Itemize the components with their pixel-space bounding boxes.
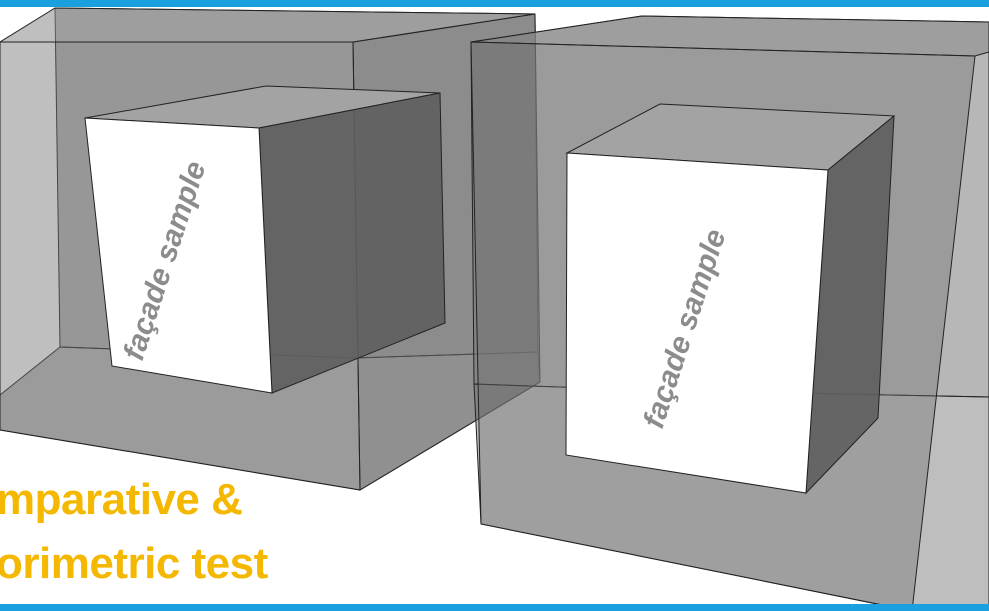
bottom-accent-bar <box>0 604 989 611</box>
caption-line-1: mparative & <box>0 475 243 524</box>
top-accent-bar <box>0 0 989 7</box>
right-chamber: façade sample <box>470 15 989 611</box>
left-chamber: façade sample <box>0 7 541 491</box>
caption-line-2: orimetric test <box>0 539 268 588</box>
right-sample-front-face <box>565 152 829 494</box>
left-sample-front-face <box>84 117 273 394</box>
